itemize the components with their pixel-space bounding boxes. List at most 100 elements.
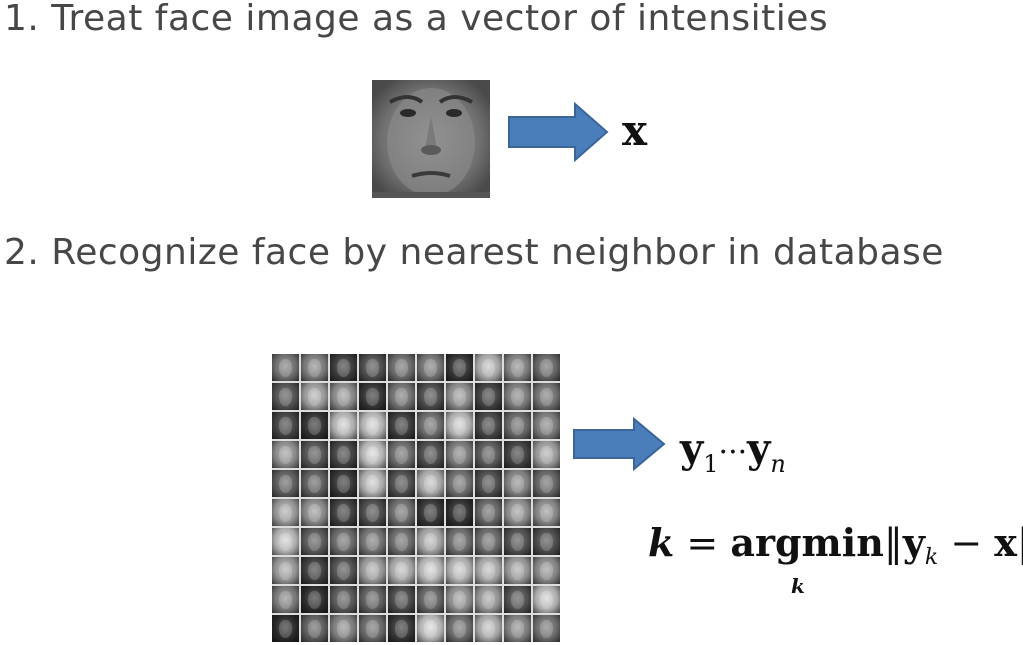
face-thumbnail (330, 354, 357, 381)
face-thumbnail (330, 383, 357, 410)
face-thumbnail (330, 615, 357, 642)
face-thumbnail (359, 499, 386, 526)
face-thumbnail (359, 383, 386, 410)
face-thumbnail (446, 528, 473, 555)
face-thumbnail (533, 615, 560, 642)
face-thumbnail (417, 470, 444, 497)
face-thumbnail (330, 499, 357, 526)
face-thumbnail (388, 499, 415, 526)
face-thumbnail (475, 412, 502, 439)
face-thumbnail (504, 615, 531, 642)
face-thumbnail (330, 586, 357, 613)
y-symbol: y (680, 425, 704, 472)
face-thumbnail (417, 354, 444, 381)
face-thumbnail (475, 528, 502, 555)
face-thumbnail (446, 383, 473, 410)
nearest-neighbor-formula: k = argmin‖yk − x‖ (648, 520, 1023, 570)
face-thumbnail (475, 383, 502, 410)
face-thumbnail (504, 470, 531, 497)
face-thumbnail (330, 470, 357, 497)
face-thumbnail (504, 383, 531, 410)
face-thumbnail (417, 615, 444, 642)
face-thumbnail (533, 441, 560, 468)
face-thumbnail (330, 557, 357, 584)
face-thumbnail (301, 499, 328, 526)
face-thumbnail (330, 412, 357, 439)
face-thumbnail (330, 441, 357, 468)
formula-k: k (648, 520, 675, 565)
face-thumbnail (272, 412, 299, 439)
face-thumbnail (301, 586, 328, 613)
face-thumbnail (359, 412, 386, 439)
face-thumbnail (417, 499, 444, 526)
face-thumbnail (301, 557, 328, 584)
face-thumbnail (504, 528, 531, 555)
face-thumbnail (533, 528, 560, 555)
formula-minus: − (938, 521, 995, 565)
face-thumbnail (475, 354, 502, 381)
face-thumbnail (301, 354, 328, 381)
face-thumbnail (388, 412, 415, 439)
face-thumbnail (272, 441, 299, 468)
face-thumbnail (272, 615, 299, 642)
face-thumbnail (475, 586, 502, 613)
face-thumbnail (417, 383, 444, 410)
face-thumbnail (272, 354, 299, 381)
step-2-heading: 2. Recognize face by nearest neighbor in… (4, 232, 944, 273)
face-thumbnail (301, 615, 328, 642)
face-thumbnail (359, 528, 386, 555)
face-thumbnail (446, 499, 473, 526)
face-thumbnail (417, 528, 444, 555)
face-thumbnail (301, 412, 328, 439)
step-1-heading: 1. Treat face image as a vector of inten… (4, 0, 829, 39)
face-thumbnail (446, 586, 473, 613)
face-thumbnail (301, 470, 328, 497)
face-thumbnail (533, 586, 560, 613)
formula-norm-open: ‖ (883, 521, 903, 565)
formula-norm-close: ‖ (1017, 521, 1023, 565)
face-thumbnail (359, 586, 386, 613)
face-thumbnail (301, 383, 328, 410)
face-thumbnail (272, 528, 299, 555)
face-thumbnail (388, 615, 415, 642)
face-thumbnail (359, 441, 386, 468)
formula-equals: = (674, 521, 731, 565)
right-arrow-icon (573, 416, 666, 472)
face-thumbnail (388, 441, 415, 468)
vector-y-sequence: y1···yn (680, 425, 786, 478)
vector-x-label: x (622, 106, 648, 155)
y-subscript-1: 1 (703, 450, 719, 478)
face-thumbnail (272, 383, 299, 410)
face-thumbnail (533, 470, 560, 497)
face-thumbnail (475, 499, 502, 526)
face-thumbnail (533, 499, 560, 526)
face-thumbnail (388, 528, 415, 555)
face-thumbnail (272, 499, 299, 526)
face-thumbnail (446, 441, 473, 468)
face-thumbnail (417, 586, 444, 613)
face-thumbnail (504, 412, 531, 439)
formula-y-subscript: k (924, 545, 939, 570)
face-thumbnail (533, 354, 560, 381)
face-thumbnail (533, 383, 560, 410)
right-arrow-icon (508, 101, 609, 163)
face-thumbnail (504, 499, 531, 526)
face-thumbnail (330, 528, 357, 555)
face-thumbnail (388, 470, 415, 497)
face-thumbnail (446, 354, 473, 381)
face-thumbnail (475, 557, 502, 584)
face-thumbnail (504, 441, 531, 468)
face-thumbnail (359, 354, 386, 381)
face-thumbnail (446, 412, 473, 439)
face-thumbnail (475, 615, 502, 642)
face-image (372, 80, 490, 198)
face-thumbnail (388, 586, 415, 613)
formula-y: y (902, 520, 925, 565)
face-thumbnail (417, 557, 444, 584)
face-thumbnail (446, 557, 473, 584)
y-subscript-n: n (770, 450, 786, 478)
face-thumbnail (359, 615, 386, 642)
face-thumbnail (272, 470, 299, 497)
argmin-subscript: k (791, 574, 805, 598)
face-thumbnail (359, 557, 386, 584)
